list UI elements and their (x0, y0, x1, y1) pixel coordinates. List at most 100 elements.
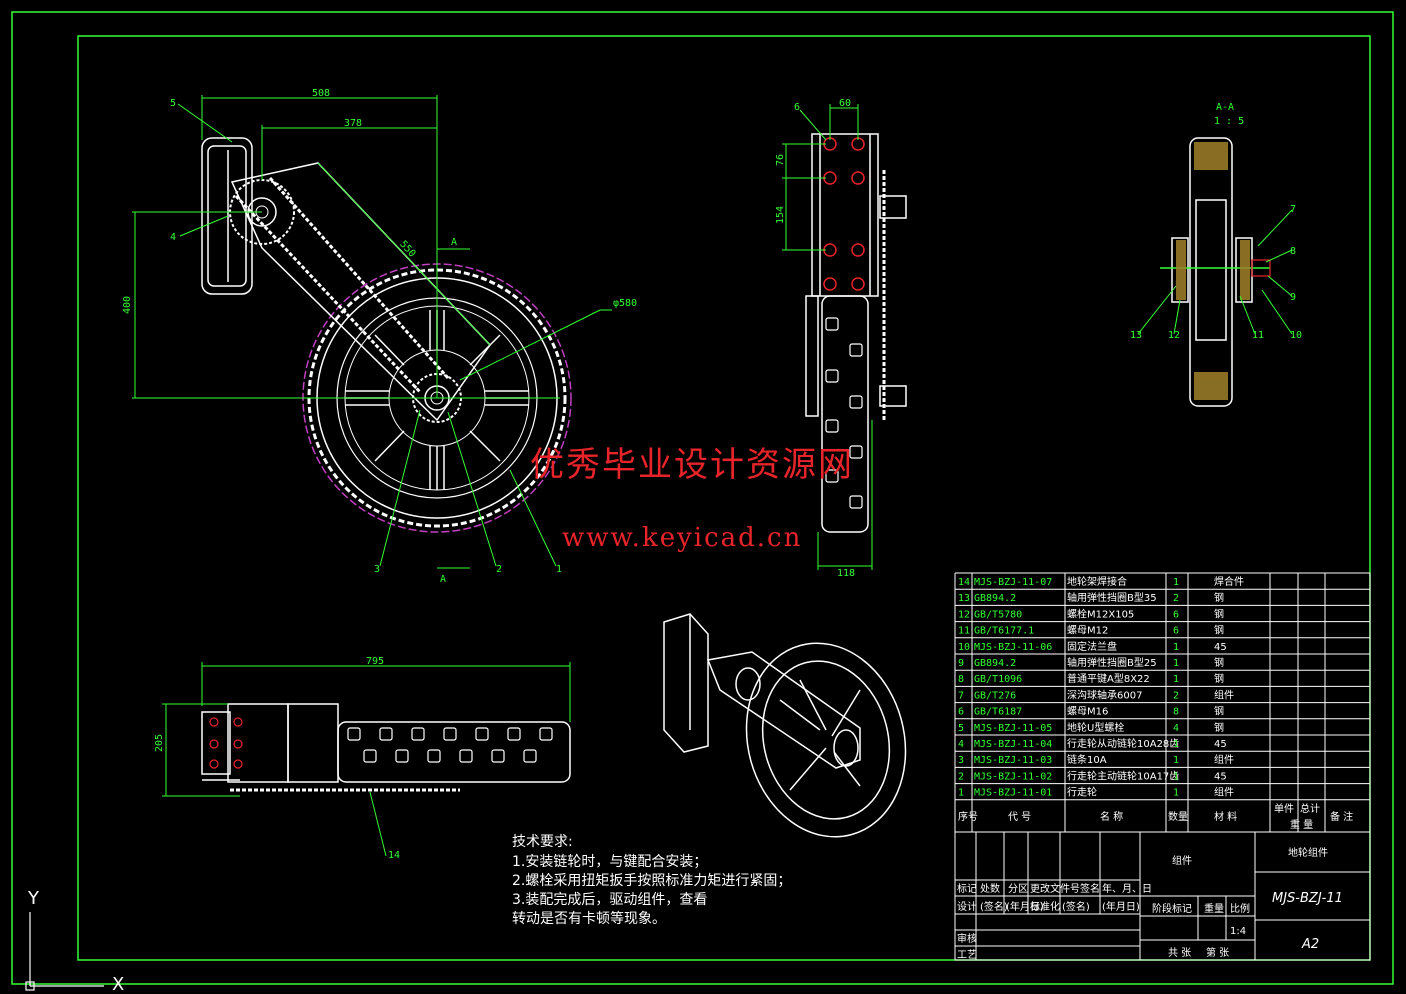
bom-cell-name: 行走轮从动链轮10A28齿 (1067, 737, 1179, 750)
balloon-14: 14 (388, 850, 400, 861)
tb-s5: (签名) (1062, 900, 1090, 913)
dim-400: 400 (122, 296, 133, 314)
bom-cell-no: 12 (958, 609, 970, 620)
bom-cell-mat: 45 (1214, 642, 1227, 653)
bom-cell-mat: 钢 (1214, 591, 1224, 604)
tb-c2: 工艺 (957, 949, 977, 961)
bom-cell-mat: 45 (1214, 739, 1227, 750)
balloon-7: 7 (1290, 204, 1296, 215)
bom-cell-no: 1 (958, 788, 964, 799)
tb-s8: 重量 (1204, 902, 1224, 915)
dim-118: 118 (837, 568, 855, 579)
bom-cell-no: 10 (958, 642, 970, 653)
bom-cell-mat: 钢 (1214, 607, 1224, 620)
bom-header-mat: 材 料 (1214, 810, 1237, 823)
bom-cell-mat: 钢 (1214, 624, 1224, 637)
bom-cell-no: 5 (958, 723, 964, 734)
notes-line-3: 3.装配完成后，驱动组件，查看 (512, 892, 707, 908)
bom-cell-mat: 焊合件 (1214, 575, 1244, 588)
bom-cell-name: 螺栓M12X105 (1067, 607, 1134, 620)
bom-cell-name: 地轮U型螺栓 (1067, 721, 1124, 734)
bom-cell-code: MJS-BZJ-11-02 (974, 771, 1052, 782)
bom-cell-no: 4 (958, 739, 964, 750)
dim-378: 378 (344, 118, 362, 129)
bom-cell-qty: 2 (1173, 690, 1179, 701)
balloon-3: 3 (374, 564, 380, 575)
top-view: 795 205 14 (154, 656, 571, 861)
bom-header-unit: 单件 (1274, 803, 1294, 815)
bom-cell-qty: 6 (1173, 626, 1179, 637)
isometric-view (663, 613, 907, 838)
balloon-6: 6 (794, 102, 800, 113)
bom-cell-qty: 1 (1173, 755, 1179, 766)
bom-cell-mat: 45 (1214, 771, 1227, 782)
section-view-a-a: A-A 1 : 5 7 8 9 10 11 12 13 (1130, 102, 1302, 407)
bom-cell-code: GB/T6187 (974, 707, 1022, 718)
bom-cell-code: MJS-BZJ-11-06 (974, 642, 1052, 653)
bom-cell-qty: 1 (1173, 788, 1179, 799)
tb-scale: 1:4 (1230, 926, 1246, 937)
tb-s2: (签名) (980, 900, 1008, 913)
bom-cell-qty: 1 (1173, 674, 1179, 685)
bom-cell-no: 7 (958, 690, 964, 701)
bom-cell-code: GB/T1096 (974, 674, 1022, 685)
bom-cell-no: 13 (958, 593, 970, 604)
dim-76: 76 (775, 154, 786, 166)
dim-550: 550 (397, 239, 417, 260)
tb-sheet-size: A2 (1301, 937, 1319, 952)
dim-580: φ580 (613, 298, 637, 309)
tb-r5: 签名 (1080, 882, 1100, 895)
dim-508: 508 (312, 88, 330, 99)
bom-cell-mat: 组件 (1214, 688, 1234, 701)
bom-cell-no: 11 (958, 626, 970, 637)
title-block: 组件 地轮组件 MJS-BZJ-11 A2 1:4 标记 处数 分区 更改文件号… (954, 831, 1371, 961)
technical-notes: 技术要求: 1.安装链轮时，与键配合安装； 2.螺栓采用扭矩扳手按照标准力矩进行… (512, 834, 791, 927)
ucs-y-label: Y (27, 888, 40, 909)
notes-line-4: 转动是否有卡顿等现象。 (512, 910, 666, 927)
section-scale: 1 : 5 (1214, 116, 1244, 127)
dim-60: 60 (839, 98, 851, 109)
bom-cell-no: 2 (958, 771, 964, 782)
bom-cell-no: 14 (958, 577, 970, 588)
bom-cell-name: 螺母M12 (1067, 625, 1108, 637)
tb-r2: 处数 (980, 882, 1000, 895)
tb-s7: 阶段标记 (1152, 902, 1192, 915)
balloon-10: 10 (1290, 330, 1302, 341)
bom-header-remark: 备 注 (1330, 810, 1353, 823)
sheet-border (11, 11, 1394, 985)
bom-cell-mat: 钢 (1214, 721, 1224, 734)
bom-cell-no: 9 (958, 658, 964, 669)
bom-header-code: 代 号 (1008, 811, 1031, 823)
tb-drawing-no: MJS-BZJ-11 (1272, 891, 1343, 906)
tb-r1: 标记 (957, 883, 977, 895)
tb-s6: (年月日) (1102, 900, 1140, 913)
bom-cell-mat: 组件 (1214, 753, 1234, 766)
tb-r4: 更改文件号 (1030, 882, 1080, 895)
bom-cell-name: 螺母M16 (1067, 706, 1108, 718)
tb-assembly: 组件 (1172, 854, 1192, 867)
dim-795: 795 (366, 656, 384, 667)
balloon-1: 1 (556, 564, 562, 575)
front-view: 508 378 550 400 φ580 A A 5 4 3 2 1 (122, 88, 637, 585)
tb-c1: 审核 (957, 932, 977, 945)
notes-line-2: 2.螺栓采用扭矩扳手按照标准力矩进行紧固； (512, 873, 791, 889)
notes-line-1: 1.安装链轮时，与键配合安装； (512, 854, 707, 870)
balloon-12: 12 (1168, 330, 1180, 341)
bom-cell-qty: 6 (1173, 609, 1179, 620)
bom-cell-name: 普通平键A型8X22 (1067, 672, 1150, 685)
balloon-13: 13 (1130, 330, 1142, 341)
bom-cell-qty: 1 (1173, 577, 1179, 588)
balloon-2: 2 (496, 564, 502, 575)
tb-r6: 年、月、日 (1102, 882, 1152, 895)
watermark-title: 优秀毕业设计资源网 (530, 445, 854, 485)
bom-cell-name: 行走轮主动链轮10A17齿 (1067, 769, 1179, 782)
tb-s3: (年月日) (1006, 900, 1044, 913)
bom-cell-code: MJS-BZJ-11-07 (974, 577, 1052, 588)
balloon-8: 8 (1290, 246, 1296, 257)
bom-cell-name: 固定法兰盘 (1067, 640, 1117, 653)
bom-cell-name: 深沟球轴承6007 (1067, 688, 1142, 701)
bom-header-qty: 数量 (1168, 810, 1188, 823)
side-view: 60 76 154 118 6 (775, 98, 907, 579)
tb-part-name: 地轮组件 (1288, 846, 1328, 859)
